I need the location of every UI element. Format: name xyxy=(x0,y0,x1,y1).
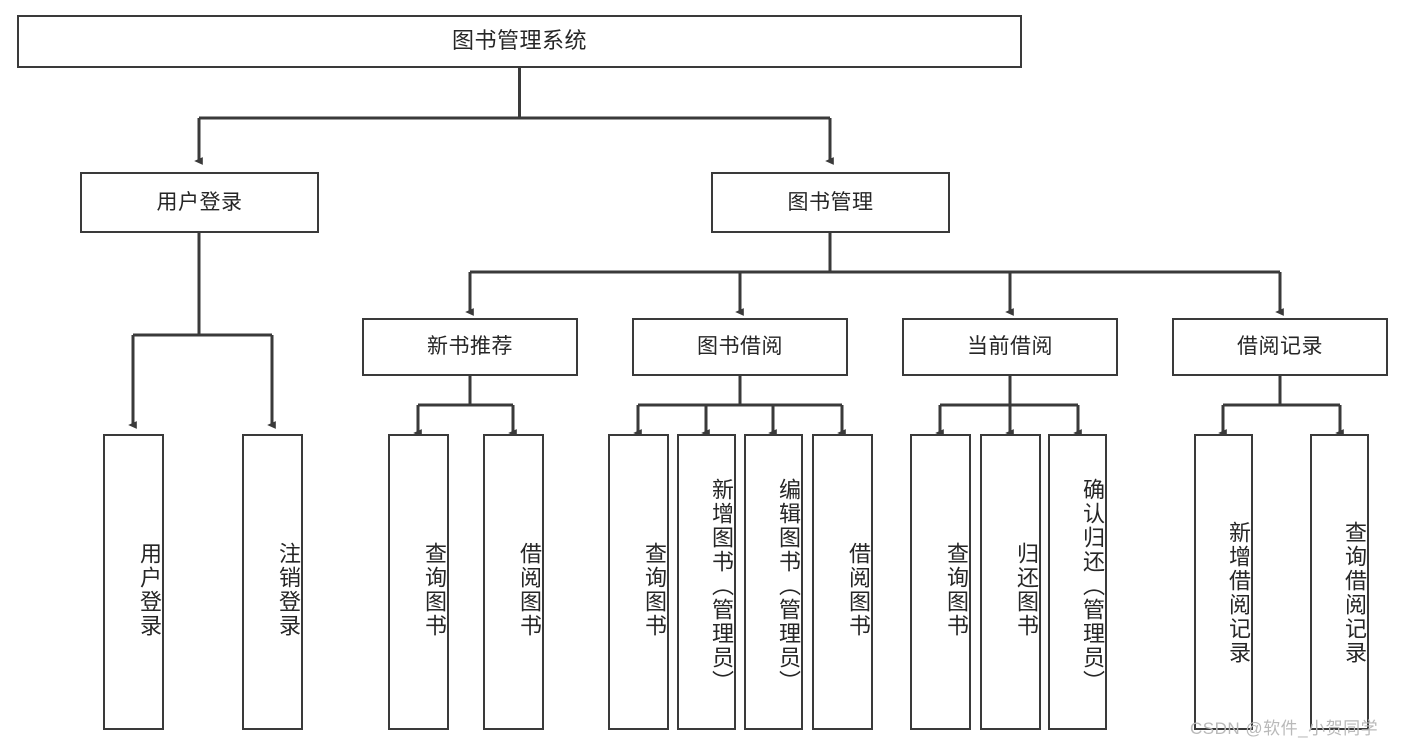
leaf-logout-login[interactable]: 注销登录 xyxy=(242,434,303,730)
leaf-borrow-book-1[interactable]: 借阅图书 xyxy=(483,434,544,730)
node-current-borrow[interactable]: 当前借阅 xyxy=(902,318,1118,376)
leaf-return-book[interactable]: 归还图书 xyxy=(980,434,1041,730)
leaf-add-record[interactable]: 新增借阅记录 xyxy=(1194,434,1253,730)
node-root-system[interactable]: 图书管理系统 xyxy=(17,15,1022,68)
leaf-user-login-label: 用户登录 xyxy=(137,542,162,638)
node-borrow-record[interactable]: 借阅记录 xyxy=(1172,318,1388,376)
watermark-text: CSDN @软件_小贺同学 xyxy=(1190,719,1379,738)
leaf-query-book-2[interactable]: 查询图书 xyxy=(608,434,669,730)
leaf-query-book-1[interactable]: 查询图书 xyxy=(388,434,449,730)
leaf-query-book-1-label: 查询图书 xyxy=(422,542,447,638)
leaf-borrow-book-2-label: 借阅图书 xyxy=(846,542,871,638)
node-user-login[interactable]: 用户登录 xyxy=(80,172,319,233)
leaf-add-book-label: 新增图书（管理员） xyxy=(709,478,734,694)
leaf-confirm-return-label: 确认归还（管理员） xyxy=(1080,478,1105,694)
leaf-user-login[interactable]: 用户登录 xyxy=(103,434,164,730)
leaf-query-book-3[interactable]: 查询图书 xyxy=(910,434,971,730)
node-book-borrow[interactable]: 图书借阅 xyxy=(632,318,848,376)
leaf-logout-login-label: 注销登录 xyxy=(276,542,301,638)
leaf-query-record[interactable]: 查询借阅记录 xyxy=(1310,434,1369,730)
leaf-edit-book[interactable]: 编辑图书（管理员） xyxy=(744,434,803,730)
leaf-confirm-return[interactable]: 确认归还（管理员） xyxy=(1048,434,1107,730)
leaf-borrow-book-2[interactable]: 借阅图书 xyxy=(812,434,873,730)
leaf-query-book-2-label: 查询图书 xyxy=(642,542,667,638)
leaf-edit-book-label: 编辑图书（管理员） xyxy=(776,478,801,694)
leaf-return-book-label: 归还图书 xyxy=(1014,542,1039,638)
node-new-book-recommend[interactable]: 新书推荐 xyxy=(362,318,578,376)
leaf-add-book[interactable]: 新增图书（管理员） xyxy=(677,434,736,730)
leaf-query-record-label: 查询借阅记录 xyxy=(1342,521,1367,665)
leaf-query-book-3-label: 查询图书 xyxy=(944,542,969,638)
leaf-add-record-label: 新增借阅记录 xyxy=(1226,521,1251,665)
leaf-borrow-book-1-label: 借阅图书 xyxy=(517,542,542,638)
node-book-manage[interactable]: 图书管理 xyxy=(711,172,950,233)
